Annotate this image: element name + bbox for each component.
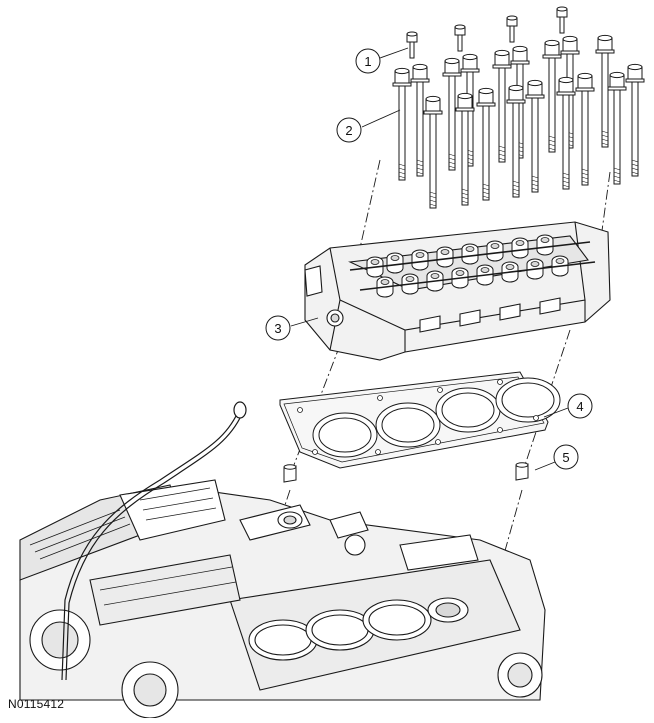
callout-number: 3 [274, 321, 281, 336]
callout-number: 2 [345, 123, 352, 138]
callout-4: 4 [567, 393, 593, 419]
cylinder-head [304, 221, 611, 361]
callout-number: 1 [364, 54, 371, 69]
callout-5: 5 [553, 444, 579, 470]
dipstick-tube [61, 401, 247, 681]
callout-3: 3 [265, 315, 291, 341]
callout-number: 5 [562, 450, 569, 465]
callout-1: 1 [355, 48, 381, 74]
figure-id: N0115412 [8, 697, 65, 711]
head-gasket [279, 371, 561, 469]
callout-2: 2 [336, 117, 362, 143]
engine-block [19, 479, 546, 719]
callout-number: 4 [576, 399, 583, 414]
small-bolts [406, 6, 568, 59]
callout-leaders [290, 47, 569, 471]
cylinder-head-bolts [392, 34, 645, 209]
dowels [283, 462, 529, 483]
